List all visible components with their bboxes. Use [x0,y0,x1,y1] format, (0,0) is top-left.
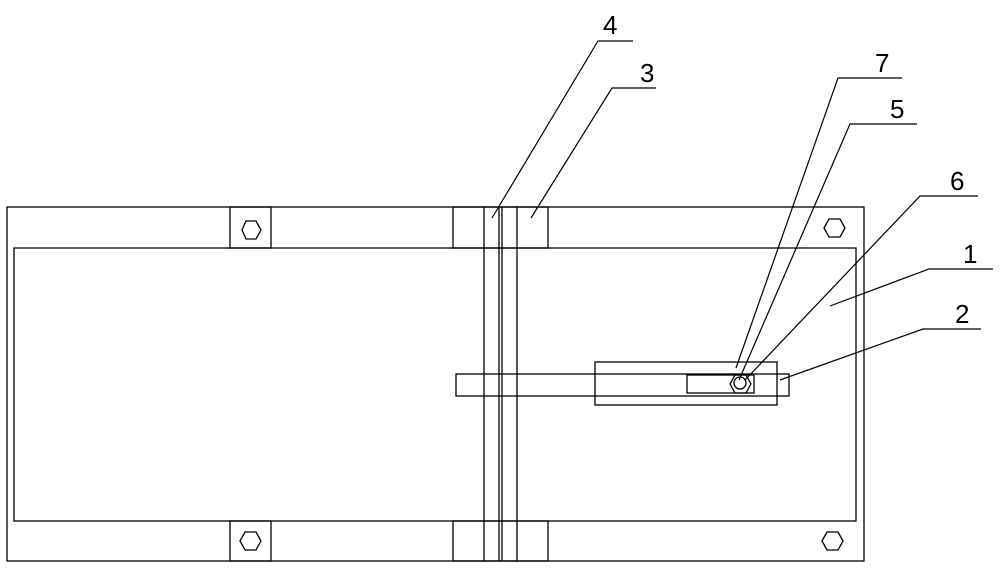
hex-nut-icon [729,374,752,394]
bottom-left-bolt-block [229,520,272,562]
callout-label-1: 1 [963,239,977,269]
top-left-bolt-block [229,206,272,249]
slide-bar [455,373,790,397]
hex-bolt-icon [823,218,846,238]
callout-label-7: 7 [875,48,889,78]
bottom-clamp-block [452,520,549,562]
callout-label-4: 4 [603,10,617,40]
hex-bolt-icon [241,220,262,240]
callout-label-5: 5 [890,94,904,124]
callout-label-3: 3 [640,58,654,88]
callout-label-6: 6 [950,166,964,196]
sliding-block [686,374,755,394]
callout-label-2: 2 [955,299,969,329]
top-clamp-block [452,206,549,249]
leader-lines [491,40,993,381]
bottom-right-bolt [821,531,844,551]
slide-housing [594,361,778,406]
hex-bolt-icon [239,531,262,551]
outer-frame [6,206,865,562]
top-right-bolt [823,218,846,238]
inner-panel [13,247,857,522]
hex-bolt-icon [821,531,844,551]
